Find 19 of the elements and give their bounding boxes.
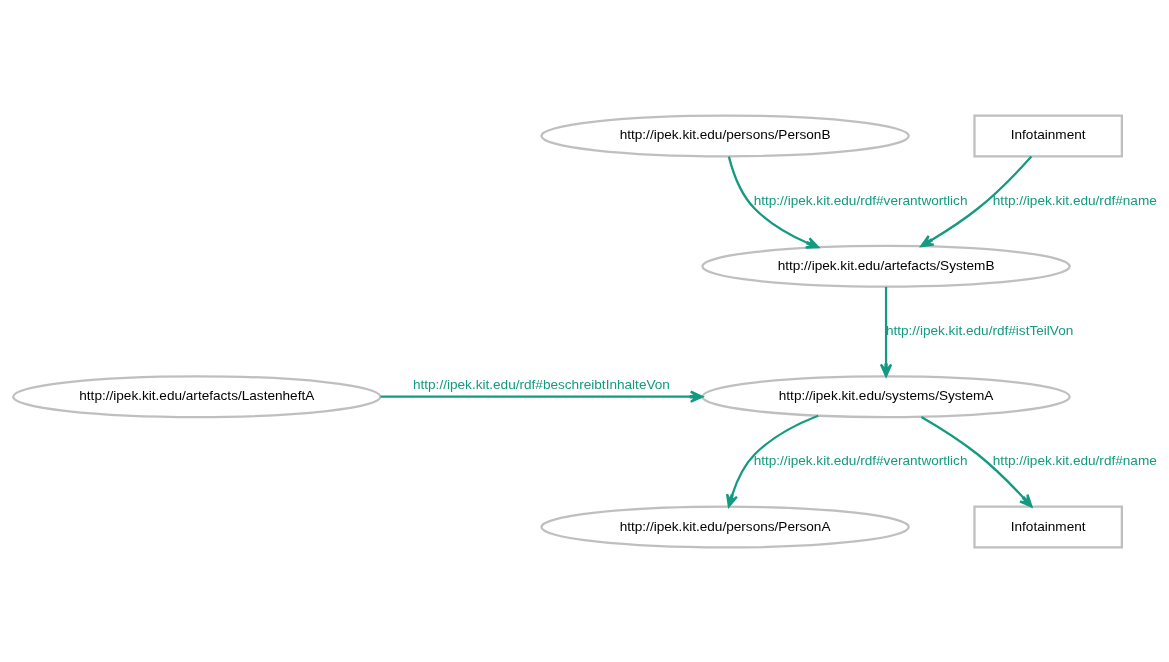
arrow [380, 389, 704, 403]
edge-label: http://ipek.kit.edu/rdf#verantwortlich [753, 192, 968, 208]
arrow [727, 155, 820, 249]
node-ellipse: http://ipek.kit.edu/persons/PersonB [540, 113, 910, 157]
node-ellipse: http://ipek.kit.edu/systems/SystemA [701, 374, 1071, 418]
edge-label: http://ipek.kit.edu/rdf#name [992, 192, 1157, 208]
arrow [920, 155, 1033, 247]
node-box: Infotainment [973, 113, 1123, 157]
node-box: Infotainment [973, 505, 1123, 549]
arrow [879, 286, 893, 377]
arrow [920, 415, 1033, 508]
arrow [725, 414, 819, 508]
edge-label: http://ipek.kit.edu/rdf#istTeilVon [885, 322, 1074, 338]
edge-label: http://ipek.kit.edu/rdf#verantwortlich [753, 452, 968, 468]
node-ellipse: http://ipek.kit.edu/artefacts/LastenheftA [12, 374, 382, 418]
node-ellipse: http://ipek.kit.edu/persons/PersonA [540, 505, 910, 549]
edge-label: http://ipek.kit.edu/rdf#beschreibtInhalteVon [412, 376, 670, 392]
edge-label: http://ipek.kit.edu/rdf#name [992, 452, 1157, 468]
node-ellipse: http://ipek.kit.edu/artefacts/SystemB [701, 244, 1071, 288]
